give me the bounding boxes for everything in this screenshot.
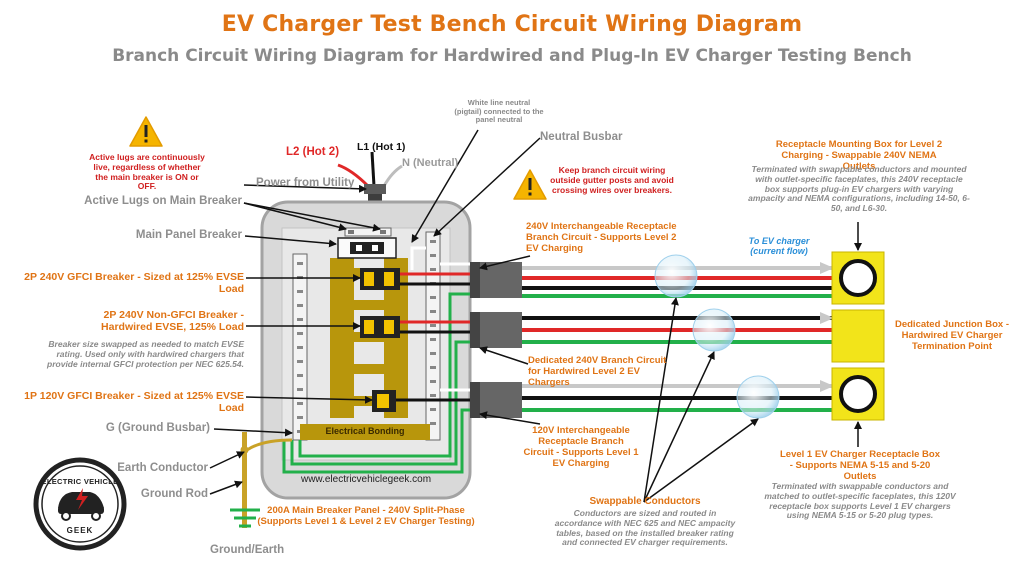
label-gfci-240: 2P 240V GFCI Breaker - Sized at 125% EVS… <box>24 271 244 296</box>
junction-box <box>831 309 885 363</box>
ground-terminal-strip <box>292 253 308 441</box>
note-swappable: Conductors are sized and routed in accor… <box>554 508 736 548</box>
neutral-terminal-strip <box>425 231 441 441</box>
label-junction-box: Dedicated Junction Box - Hardwired EV Ch… <box>894 319 1009 352</box>
note-l1-box: Terminated with swappable conductors and… <box>764 481 956 521</box>
page-title: EV Charger Test Bench Circuit Wiring Dia… <box>221 12 803 37</box>
label-ground-rod: Ground Rod <box>140 488 208 500</box>
swappable-bubble <box>736 375 780 419</box>
gfci-120-breaker <box>372 390 396 412</box>
service-conductors <box>337 151 403 188</box>
label-current-flow: To EV charger (current flow) <box>748 236 810 257</box>
label-l2: L2 (Hot 2) <box>286 146 340 158</box>
label-active-lugs: Active Lugs on Main Breaker <box>84 195 242 207</box>
panel-website: www.electricvehiclegeek.com <box>300 474 432 485</box>
label-gfci-120: 1P 120V GFCI Breaker - Sized at 125% EVS… <box>24 390 244 415</box>
label-swappable-title: Swappable Conductors <box>589 496 701 507</box>
ground-rod <box>230 432 293 528</box>
panel-interior <box>281 227 451 461</box>
label-l1-box-title: Level 1 EV Charger Receptacle Box - Supp… <box>780 449 940 482</box>
label-main-breaker: Main Panel Breaker <box>135 229 242 241</box>
label-l2-box-title: Receptacle Mounting Box for Level 2 Char… <box>775 139 943 172</box>
label-bonding: Electrical Bonding <box>325 426 405 436</box>
l2-receptacle-box <box>831 251 885 305</box>
note-l2-box: Terminated with swappable conductors and… <box>748 164 970 214</box>
logo-text-bottom: GEEK <box>66 526 94 535</box>
leader-lines <box>209 129 862 503</box>
label-neutral: N (Neutral) <box>402 157 459 169</box>
brand-logo <box>33 457 127 551</box>
main-breaker <box>337 227 397 259</box>
label-neutral-busbar: Neutral Busbar <box>540 131 623 143</box>
label-circuit-240-receptacle: 240V Interchangeable Receptacle Branch C… <box>526 221 677 254</box>
gfci-240-breaker <box>360 268 400 290</box>
label-circuit-240-dedicated: Dedicated 240V Branch Circuit for Hardwi… <box>528 355 667 388</box>
l1-receptacle-box <box>831 367 885 421</box>
warning-branch-wiring: Keep branch circuit wiring outside gutte… <box>550 165 674 195</box>
label-power-from-utility: Power from Utility <box>256 177 355 189</box>
current-flow-arrows <box>740 262 834 392</box>
warning-icon <box>129 116 163 147</box>
note-nongfci: Breaker size swapped as needed to match … <box>47 339 244 369</box>
utility-conduit <box>368 194 382 202</box>
conduit-connector <box>470 262 522 418</box>
neutral-pigtail <box>410 246 426 270</box>
label-l1: L1 (Hot 1) <box>357 141 406 153</box>
logo-text-top: ELECTRIC VEHICLE <box>41 477 119 486</box>
swappable-bubble <box>654 254 698 298</box>
bonding-bar <box>300 424 430 440</box>
label-ground-earth: Ground/Earth <box>210 544 285 556</box>
label-nongfci-240: 2P 240V Non-GFCI Breaker - Hardwired EVS… <box>101 309 244 334</box>
nongfci-240-breaker <box>360 316 400 338</box>
swappable-bubble <box>692 308 736 352</box>
label-pigtail-note: White line neutral (pigtail) connected t… <box>454 98 544 125</box>
label-earth-conductor: Earth Conductor <box>117 462 208 474</box>
panel-caption: 200A Main Breaker Panel - 240V Split-Pha… <box>257 505 475 527</box>
utility-fitting <box>364 184 386 194</box>
warning-active-lugs: Active lugs are continuously live, regar… <box>89 152 205 192</box>
warning-icon <box>513 169 547 200</box>
label-circuit-120-receptacle: 120V Interchangeable Receptacle Branch C… <box>523 425 639 469</box>
page-subtitle: Branch Circuit Wiring Diagram for Hardwi… <box>112 46 912 66</box>
internal-wiring <box>282 262 480 474</box>
label-ground-busbar: G (Ground Busbar) <box>105 422 210 434</box>
